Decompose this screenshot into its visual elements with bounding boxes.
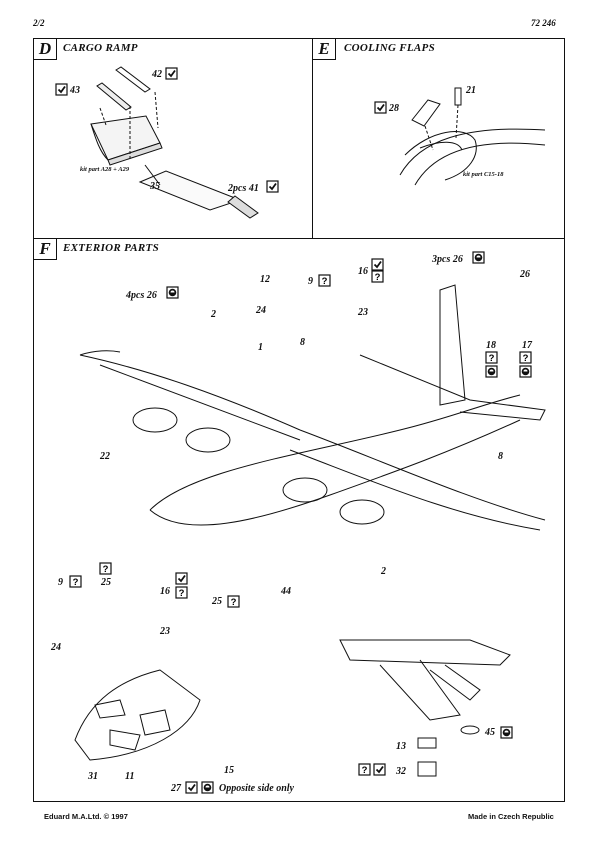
panel-title: EXTERIOR PARTS bbox=[63, 242, 159, 254]
question-box-icon bbox=[519, 351, 532, 365]
cargo-ramp-drawing bbox=[90, 66, 259, 219]
callout-12: 12 bbox=[260, 274, 270, 285]
callout-26: 3pcs 26 bbox=[432, 254, 463, 265]
paint-circle-icon bbox=[485, 365, 498, 378]
question-box-icon bbox=[371, 270, 384, 284]
callout-31: 31 bbox=[88, 771, 98, 782]
glue-check-icon bbox=[266, 180, 279, 193]
panel-letter: D bbox=[34, 39, 57, 60]
glue-check-icon bbox=[165, 67, 178, 80]
callout-8: 8 bbox=[498, 451, 503, 462]
callout-16: 16 bbox=[358, 266, 368, 277]
paint-circle-icon bbox=[201, 781, 214, 794]
callout-9: 9 bbox=[308, 276, 313, 287]
callout-23: 23 bbox=[358, 307, 368, 318]
question-box-icon bbox=[99, 562, 112, 576]
callout-22: 22 bbox=[100, 451, 110, 462]
kit-number: 72 246 bbox=[531, 18, 556, 28]
callout-15: 15 bbox=[224, 765, 234, 776]
glue-check-icon bbox=[374, 101, 387, 114]
callout-41: 2pcs 41 bbox=[228, 183, 259, 194]
callout-16: 16 bbox=[160, 586, 170, 597]
callout-25: 25 bbox=[212, 596, 222, 607]
c130-main-view bbox=[79, 284, 546, 531]
panel-f-exterior-parts: F EXTERIOR PARTS bbox=[33, 238, 565, 802]
callout-13: 13 bbox=[396, 741, 406, 752]
glue-check-icon bbox=[185, 781, 198, 794]
paint-circle-icon bbox=[166, 286, 179, 299]
callout-18: 18 bbox=[486, 340, 496, 351]
panel-title: CARGO RAMP bbox=[63, 42, 138, 54]
question-box-icon bbox=[318, 274, 331, 288]
kit-part-note: kit part C15-18 bbox=[463, 171, 504, 178]
glue-check-icon bbox=[175, 572, 188, 585]
callout-27: 27 bbox=[171, 783, 181, 794]
callout-2: 2 bbox=[381, 566, 386, 577]
callout-26: 4pcs 26 bbox=[126, 290, 157, 301]
callout-17: 17 bbox=[522, 340, 532, 351]
paint-circle-icon bbox=[472, 251, 485, 264]
callout-11: 11 bbox=[125, 771, 135, 782]
question-box-icon bbox=[69, 575, 82, 589]
glue-check-icon bbox=[371, 258, 384, 271]
callout-28: 28 bbox=[389, 103, 399, 114]
callout-43: 43 bbox=[70, 85, 80, 96]
callout-2: 2 bbox=[211, 309, 216, 320]
paint-circle-icon bbox=[519, 365, 532, 378]
cooling-flaps-drawing bbox=[399, 87, 546, 186]
callout-45: 45 bbox=[485, 727, 495, 738]
question-box-icon bbox=[227, 595, 240, 609]
small-aircraft-view bbox=[339, 639, 511, 777]
kit-part-note: kit part A28 + A29 bbox=[80, 166, 130, 173]
footer-copyright: Eduard M.A.Ltd. © 1997 bbox=[44, 812, 128, 821]
question-box-icon bbox=[175, 586, 188, 600]
paint-circle-icon bbox=[500, 726, 513, 739]
callout-24: 24 bbox=[256, 305, 266, 316]
callout-44: 44 bbox=[281, 586, 291, 597]
callout-23: 23 bbox=[160, 626, 170, 637]
panel-letter: E bbox=[313, 39, 336, 60]
glue-check-icon bbox=[55, 83, 68, 96]
callout-32: 32 bbox=[396, 766, 406, 777]
callout-9: 9 bbox=[58, 577, 63, 588]
callout-42: 42 bbox=[152, 69, 162, 80]
callout-1: 1 bbox=[258, 342, 263, 353]
question-box-icon bbox=[485, 351, 498, 365]
cockpit-detail bbox=[74, 669, 201, 761]
panel-title: COOLING FLAPS bbox=[344, 42, 435, 54]
callout-35: 35 bbox=[150, 181, 160, 192]
callout-26: 26 bbox=[520, 269, 530, 280]
callout-24: 24 bbox=[51, 642, 61, 653]
page-number: 2/2 bbox=[33, 18, 45, 28]
glue-check-icon bbox=[373, 763, 386, 776]
callout-8: 8 bbox=[300, 337, 305, 348]
footer-origin: Made in Czech Republic bbox=[468, 812, 554, 821]
panel-letter: F bbox=[34, 239, 57, 260]
opposite-side-note: Opposite side only bbox=[219, 783, 294, 794]
question-box-icon bbox=[358, 763, 371, 777]
callout-25: 25 bbox=[101, 577, 111, 588]
callout-21: 21 bbox=[466, 85, 476, 96]
